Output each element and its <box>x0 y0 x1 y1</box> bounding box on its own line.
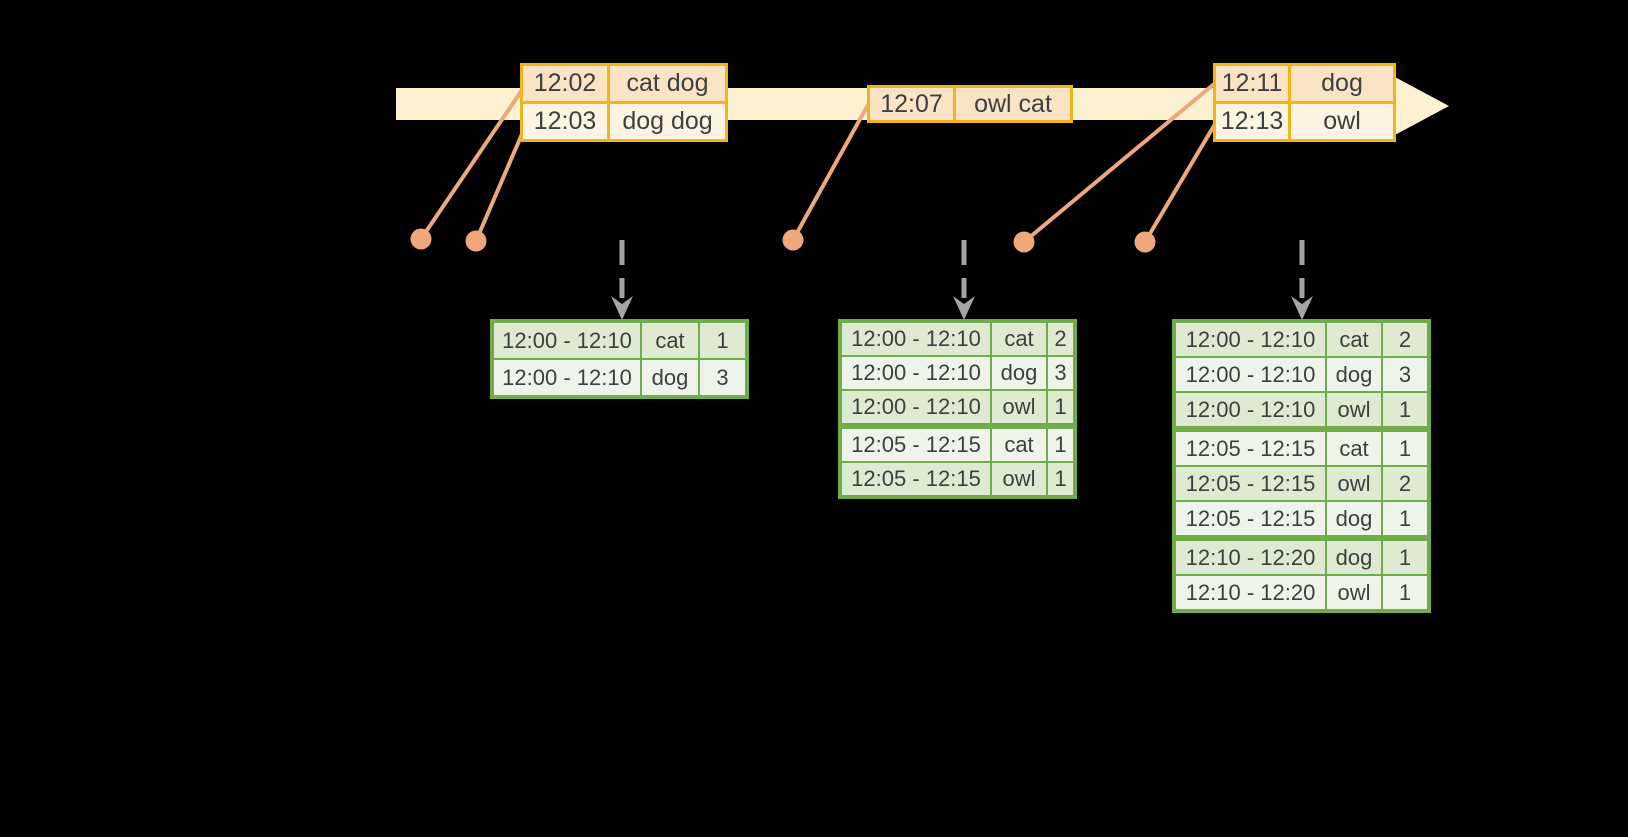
timeline-arrowhead-icon <box>1393 76 1449 136</box>
connector-line <box>1022 82 1216 244</box>
time-cell: 12:02 <box>523 66 610 101</box>
word-cell: dog <box>1327 358 1383 391</box>
arrow-down-icon <box>1291 296 1313 320</box>
count-cell: 1 <box>716 327 729 353</box>
count-cell: 2 <box>1398 470 1412 496</box>
table-row: 12:11 dog <box>1216 66 1393 101</box>
count-cell: 1 <box>1398 544 1412 570</box>
word-cell: owl <box>1327 467 1383 500</box>
connector-line <box>419 88 524 241</box>
table-row: 12:07 owl cat <box>870 88 1070 120</box>
trigger-arrows <box>611 240 1313 320</box>
count-cell: 2 <box>1398 326 1412 352</box>
word-cell: dog <box>992 357 1048 389</box>
table-row: 12:02 cat dog <box>523 66 725 101</box>
time-cell: 12:03 <box>523 104 610 139</box>
connector-line <box>474 126 527 242</box>
arrow-down-icon <box>953 296 975 320</box>
window-cell: 12:05 - 12:15 <box>842 429 992 461</box>
window-cell: 12:05 - 12:15 <box>842 463 992 495</box>
count-cell: 2 <box>1054 326 1067 351</box>
arrow-down-icon <box>611 296 633 320</box>
word-cell: cat <box>992 323 1048 355</box>
window-cell: 12:05 - 12:15 <box>1176 502 1327 535</box>
event-dot <box>465 230 487 252</box>
time-cell: 12:07 <box>870 88 956 120</box>
window-cell: 12:00 - 12:10 <box>494 323 642 358</box>
count-cell: 1 <box>1398 396 1412 422</box>
window-cell: 12:00 - 12:10 <box>842 323 992 355</box>
count-cell: 3 <box>1398 361 1412 387</box>
event-table-2: 12:07 owl cat <box>867 85 1073 123</box>
event-dot <box>1013 231 1035 253</box>
event-dot <box>1134 231 1156 253</box>
window-cell: 12:00 - 12:10 <box>494 360 642 395</box>
count-cell: 3 <box>1054 360 1067 385</box>
event-dot <box>410 228 432 250</box>
word-cell: owl <box>1327 576 1383 609</box>
count-cell: 3 <box>716 364 729 390</box>
window-cell: 12:00 - 12:10 <box>842 357 992 389</box>
window-cell: 12:00 - 12:10 <box>842 391 992 423</box>
word-cell: cat <box>1327 432 1383 465</box>
window-cell: 12:05 - 12:15 <box>1176 467 1327 500</box>
window-cell: 12:00 - 12:10 <box>1176 358 1327 391</box>
words-cell: owl <box>1323 107 1361 135</box>
word-cell: cat <box>642 323 700 358</box>
table-row: 12:03 dog dog <box>523 101 725 139</box>
words-cell: dog dog <box>622 107 713 135</box>
count-cell: 1 <box>1398 579 1412 605</box>
word-cell: owl <box>1327 393 1383 426</box>
event-table-3: 12:11 dog 12:13 owl <box>1213 63 1396 142</box>
words-cell: dog <box>1321 69 1363 97</box>
window-cell: 12:10 - 12:20 <box>1176 576 1327 609</box>
table-row: 12:13 owl <box>1216 101 1393 139</box>
word-cell: dog <box>1327 502 1383 535</box>
window-cell: 12:10 - 12:20 <box>1176 541 1327 574</box>
window-cell: 12:00 - 12:10 <box>1176 323 1327 356</box>
count-cell: 1 <box>1398 435 1412 461</box>
word-cell: owl <box>992 391 1048 423</box>
event-table-1: 12:02 cat dog 12:03 dog dog <box>520 63 728 142</box>
word-cell: cat <box>992 429 1048 461</box>
count-cell: 1 <box>1398 505 1412 531</box>
count-cell: 1 <box>1054 394 1067 419</box>
time-cell: 12:13 <box>1216 104 1291 139</box>
word-cell: dog <box>1327 541 1383 574</box>
connector-line <box>791 102 871 241</box>
words-cell: cat dog <box>626 69 709 97</box>
connector-line <box>1143 122 1217 244</box>
window-cell: 12:00 - 12:10 <box>1176 393 1327 426</box>
count-cell: 1 <box>1054 466 1067 491</box>
event-dots <box>410 228 1156 253</box>
word-cell: owl <box>992 463 1048 495</box>
word-cell: cat <box>1327 323 1383 356</box>
words-cell: owl cat <box>974 89 1052 118</box>
window-cell: 12:05 - 12:15 <box>1176 432 1327 465</box>
count-cell: 1 <box>1054 432 1067 457</box>
event-dot <box>782 229 804 251</box>
time-cell: 12:11 <box>1216 66 1291 101</box>
connector-lines <box>419 82 1217 244</box>
word-cell: dog <box>642 360 700 395</box>
